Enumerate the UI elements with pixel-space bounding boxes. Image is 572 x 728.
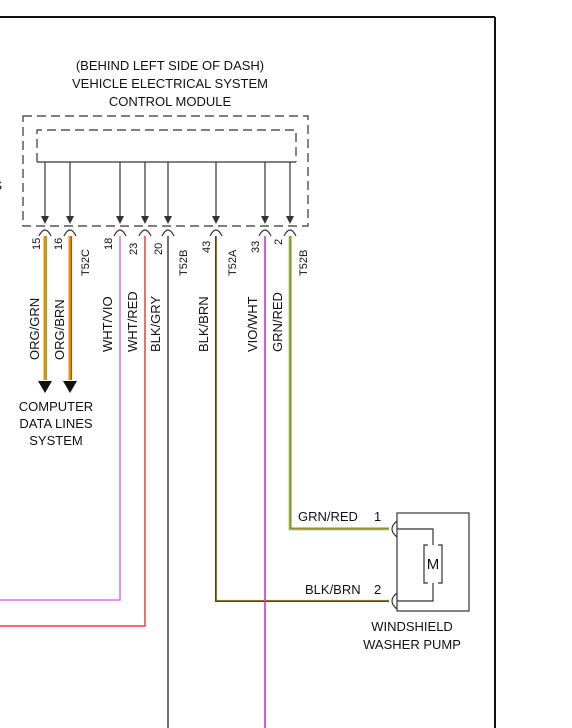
offpage-text-fragment: S [0, 178, 2, 193]
connector-id: T52C [80, 249, 92, 276]
pin-number: 16 [53, 238, 65, 250]
motor-icon: M [423, 544, 443, 584]
pump-connector-pin2 [391, 592, 398, 610]
pin-number: 20 [153, 243, 165, 255]
connector-id: T52B [178, 250, 190, 276]
computer-data-lines-label: COMPUTER [19, 399, 93, 414]
pin-number: 43 [201, 241, 213, 253]
pin-number: 23 [128, 243, 140, 255]
wire-org-grn [43, 236, 48, 380]
wire-wht-vio [0, 236, 121, 601]
wire-blk-brn [215, 236, 389, 602]
wire-label: BLK/BRN [196, 296, 211, 352]
pin-number: 33 [250, 241, 262, 253]
connector-id: T52A [227, 249, 239, 276]
pump-name-label: WASHER PUMP [363, 637, 461, 652]
wire-label: ORG/GRN [27, 298, 42, 360]
wire-wht-red [0, 236, 146, 627]
pump-connector-pin1 [391, 520, 398, 538]
wire-label: WHT/VIO [100, 296, 115, 352]
computer-data-lines-label: SYSTEM [29, 433, 82, 448]
motor-leads [397, 528, 434, 602]
module-name-line1: VEHICLE ELECTRICAL SYSTEM [72, 76, 268, 91]
module-location-label: (BEHIND LEFT SIDE OF DASH) [76, 58, 264, 73]
svg-text:M: M [427, 556, 440, 573]
washer-pump-box [396, 512, 470, 612]
pump-pin-number: 1 [374, 509, 381, 524]
wire-label: GRN/RED [270, 292, 285, 352]
wire-grn-red [288, 236, 389, 531]
pump-pin-number: 2 [374, 582, 381, 597]
connector-cups [38, 229, 297, 237]
module-outline [22, 115, 309, 227]
connector-id: T52B [298, 250, 310, 276]
wire-label: BLK/GRY [148, 296, 163, 352]
pin-number: 15 [31, 238, 43, 250]
wire-label: VIO/WHT [245, 296, 260, 352]
module-internal-leads [44, 162, 291, 222]
computer-data-lines-label: DATA LINES [19, 416, 93, 431]
pin-number: 2 [273, 239, 285, 245]
pin-arrows [41, 216, 294, 224]
down-arrow-icon [38, 381, 52, 393]
wire-label: WHT/RED [125, 291, 140, 352]
pump-name-label: WINDSHIELD [371, 619, 453, 634]
pump-wire-label: BLK/BRN [305, 582, 361, 597]
wire-label: ORG/BRN [52, 299, 67, 360]
module-name-line2: CONTROL MODULE [109, 94, 232, 109]
wire-org-brn [68, 236, 73, 380]
pump-wire-label: GRN/RED [298, 509, 358, 524]
pin-number: 18 [103, 238, 115, 250]
down-arrow-icon [63, 381, 77, 393]
module-internal-bus [36, 129, 297, 162]
